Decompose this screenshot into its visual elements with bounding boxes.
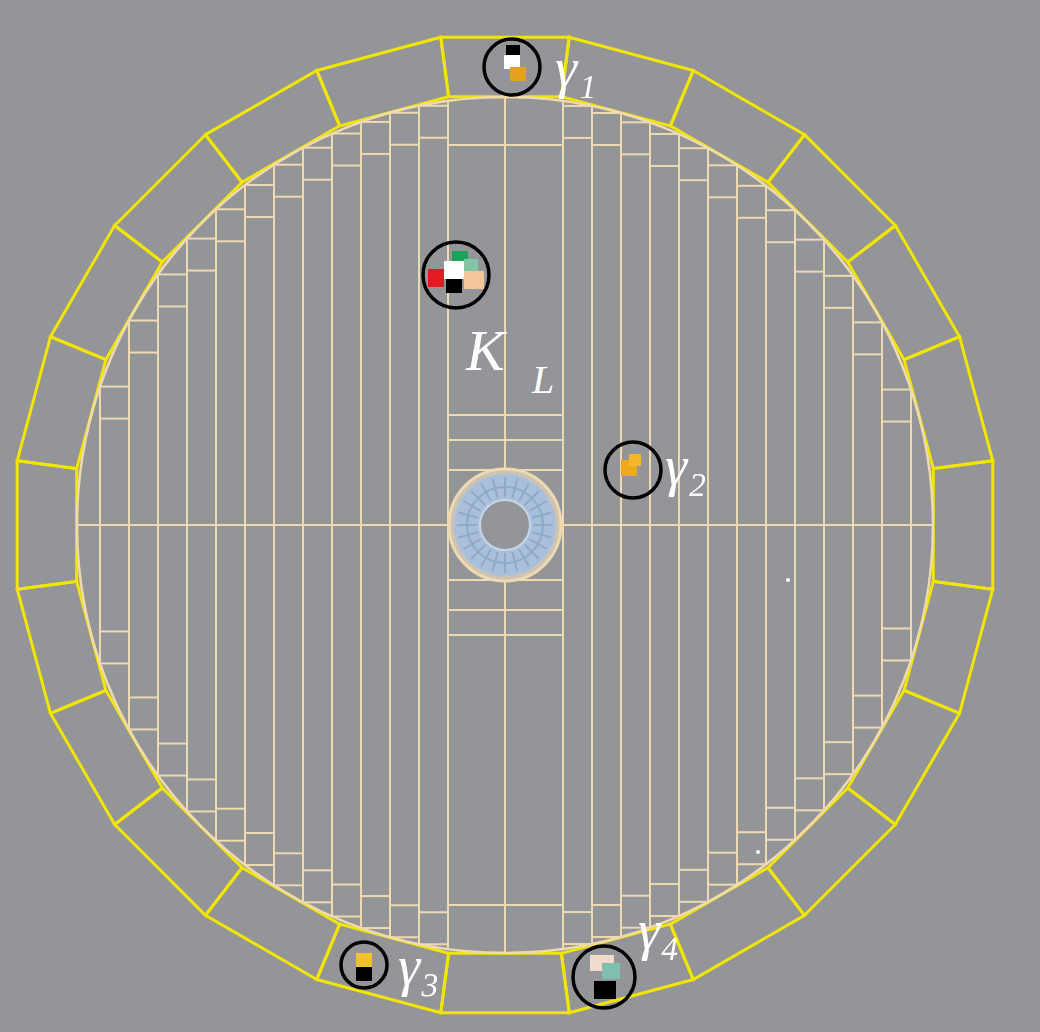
calorimeter-block	[17, 461, 76, 589]
calorimeter-block	[17, 581, 106, 713]
calorimeter-block	[17, 337, 106, 469]
particle-label: K	[466, 322, 505, 380]
stray-hit	[786, 578, 790, 582]
beam-pipe	[449, 469, 561, 581]
calorimeter-block	[441, 37, 569, 96]
barrel-ring	[17, 37, 993, 1013]
particle-label: γ₂	[665, 438, 707, 494]
calorimeter-block	[317, 924, 449, 1013]
calorimeter-block	[441, 953, 569, 1012]
calorimeter-block	[933, 461, 992, 589]
endcap-outline	[77, 97, 933, 953]
calorimeter-block	[317, 37, 449, 126]
calorimeter-block	[904, 337, 993, 469]
hit-clusters	[341, 39, 661, 1008]
particle-label: L	[532, 360, 554, 400]
calorimeter-block	[115, 135, 242, 262]
stray-hit	[756, 850, 760, 854]
particle-label: γ₃	[398, 938, 440, 994]
particle-label: γ₁	[555, 40, 597, 96]
calorimeter-block	[115, 788, 242, 915]
endcap-modules	[77, 97, 933, 953]
particle-label: γ₄	[638, 902, 680, 958]
calorimeter-block	[904, 581, 993, 713]
